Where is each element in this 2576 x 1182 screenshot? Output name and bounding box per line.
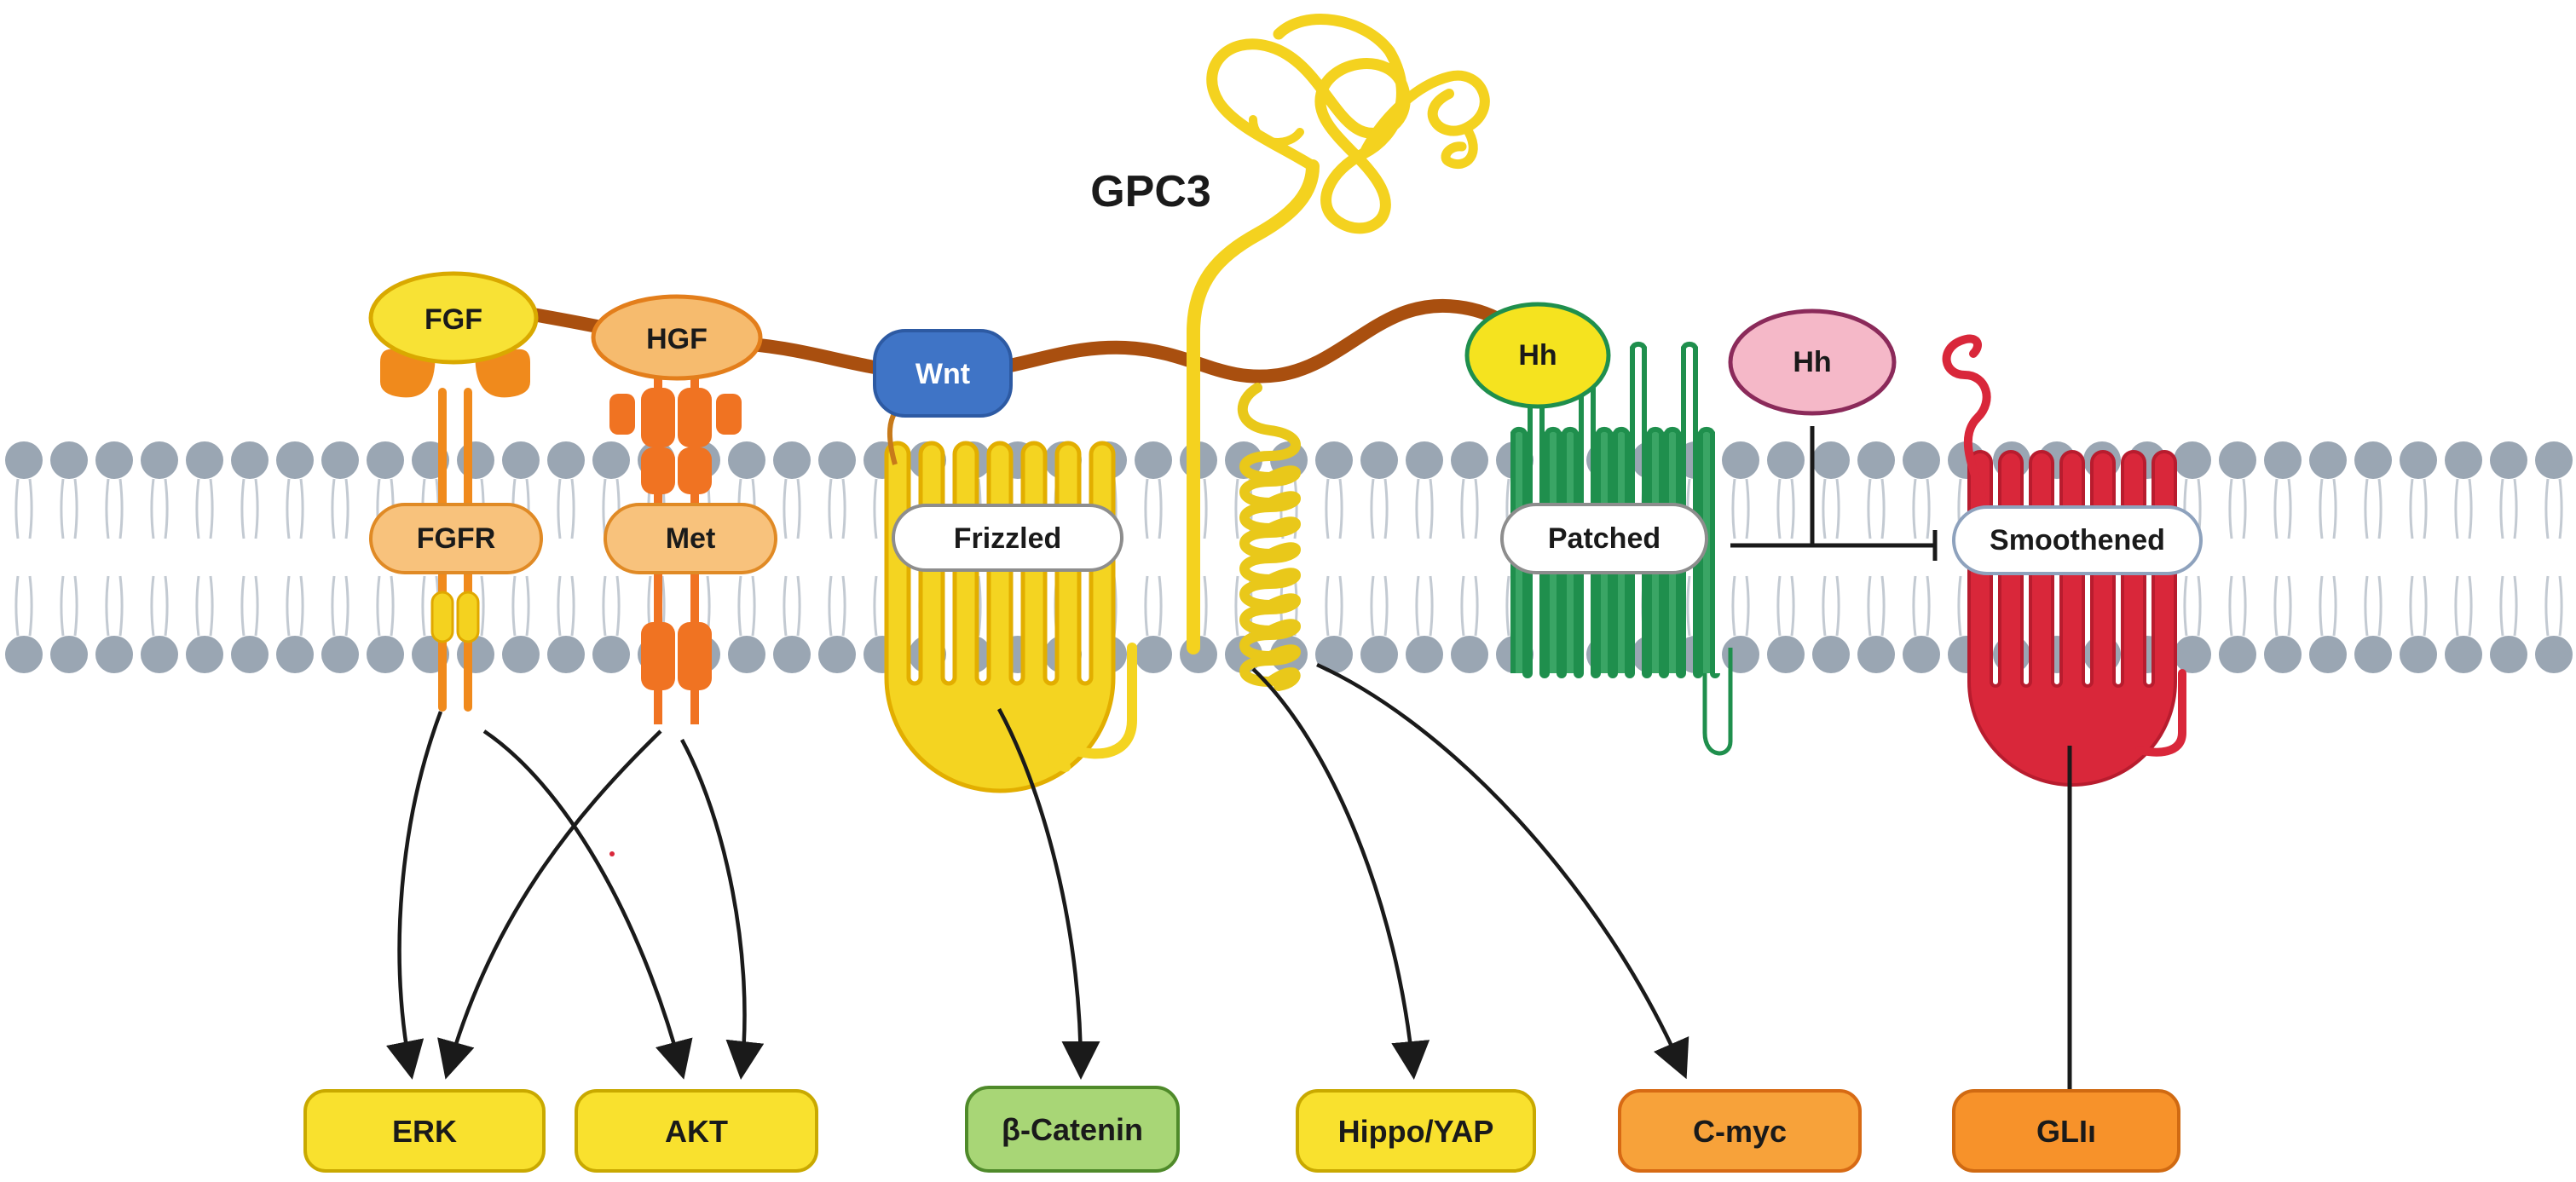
fgfr-label: FGFR: [417, 522, 496, 555]
hh-free-label: Hh: [1793, 346, 1831, 378]
wnt-ligand: Wnt: [873, 329, 1013, 418]
output-cmyc: C-myc: [1618, 1089, 1862, 1173]
hh-bound-label: Hh: [1518, 339, 1557, 372]
arrow-gpc3-to-hippo-yap: [1251, 667, 1430, 1080]
frizzled-label: Frizzled: [954, 522, 1062, 555]
smoothened-c-terminus: [2135, 669, 2186, 757]
fgf-label: FGF: [425, 303, 482, 336]
hh-free-ligand: Hh: [1728, 308, 1897, 416]
hh-bound-ligand: Hh: [1464, 302, 1611, 409]
beta-catenin-label: β-Catenin: [1002, 1112, 1143, 1147]
smoothened-label: Smoothened: [1990, 524, 2165, 556]
output-beta-catenin: β-Catenin: [965, 1086, 1180, 1173]
wnt-label: Wnt: [915, 358, 970, 390]
output-akt: AKT: [575, 1089, 818, 1173]
akt-label: AKT: [665, 1114, 728, 1149]
gli-label: GLIı: [2036, 1114, 2096, 1149]
fgf-ligand: FGF: [368, 271, 539, 365]
cmyc-label: C-myc: [1693, 1114, 1787, 1149]
patched-label: Patched: [1548, 522, 1661, 555]
signaling-arrows: [386, 662, 1689, 1080]
met-label-badge: Met: [604, 503, 777, 574]
hgf-ligand: HGF: [591, 294, 763, 381]
gpc3-proteoglycan: [1187, 14, 1490, 654]
frizzled-tail: [1048, 643, 1137, 772]
output-gli: GLIı: [1952, 1089, 2180, 1173]
smoothened-label-badge: Smoothened: [1952, 505, 2203, 575]
arrow-met-to-akt: [680, 738, 765, 1080]
arrow-fgfr-to-erk: [386, 711, 443, 1080]
frizzled-label-badge: Frizzled: [892, 504, 1123, 572]
output-hippo-yap: Hippo/YAP: [1296, 1089, 1536, 1173]
hgf-label: HGF: [646, 323, 708, 355]
gpc3-title: GPC3: [1090, 167, 1211, 216]
fgfr-label-badge: FGFR: [369, 503, 543, 574]
frizzled-receptor: [884, 441, 1116, 793]
arrow-gpc3-to-cmyc: [1316, 662, 1689, 1080]
output-erk: ERK: [303, 1089, 546, 1173]
arrow-frizzled-to-beta-catenin: [997, 707, 1100, 1080]
inhibition-connectors: [1730, 426, 2087, 1098]
arrow-met-to-erk: [437, 729, 662, 1080]
patched-label-badge: Patched: [1500, 503, 1708, 574]
arrow-fgfr-to-akt: [482, 729, 693, 1080]
artifact-dot: [609, 851, 615, 856]
hippo-yap-label: Hippo/YAP: [1338, 1114, 1494, 1149]
gpc3-membrane-helix: [1237, 383, 1301, 691]
erk-label: ERK: [392, 1114, 457, 1149]
smoothened-receptor: [1967, 450, 2177, 787]
smoothened-n-terminus: [1942, 334, 1991, 499]
met-label: Met: [666, 522, 716, 555]
